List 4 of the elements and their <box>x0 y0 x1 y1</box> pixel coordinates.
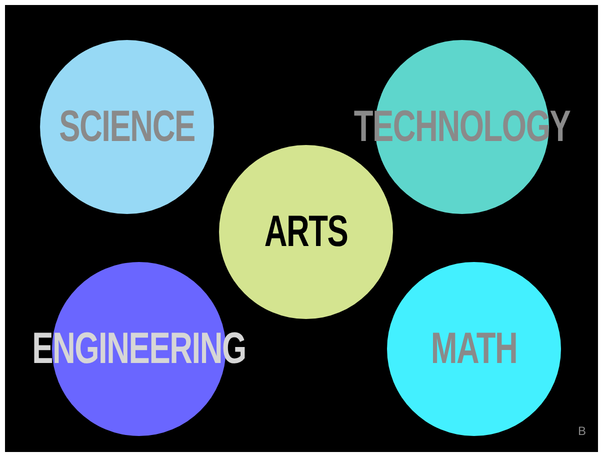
circle-label: MATH <box>430 327 518 371</box>
slide-marker: B <box>578 424 586 438</box>
circle-label: ARTS <box>264 210 348 254</box>
circle-label: SCIENCE <box>59 105 195 149</box>
